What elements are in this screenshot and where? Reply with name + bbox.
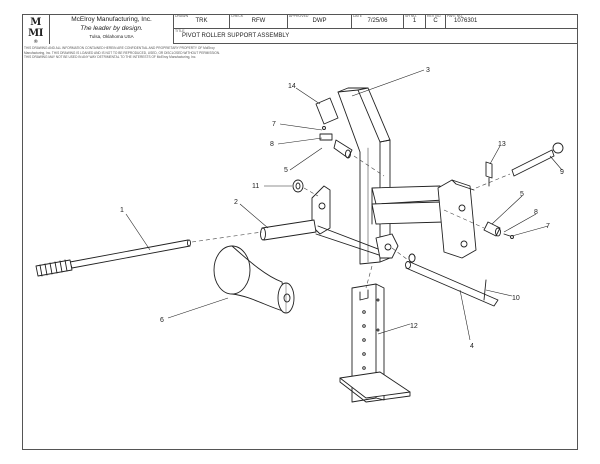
approved-cell: APPROVED DWP (288, 14, 352, 29)
check-cell: CHECK RFW (230, 14, 288, 29)
small-bushing (408, 253, 416, 263)
drawing-title: PIVOT ROLLER SUPPORT ASSEMBLY (182, 33, 290, 39)
drawn-cell: DRAWN TRK (174, 14, 230, 29)
part-12-stand (339, 283, 411, 403)
rev-value: C (433, 18, 438, 24)
part-1-handle-pin (35, 239, 191, 277)
company-cell: McElroy Manufacturing, Inc. The leader b… (50, 14, 174, 44)
title-label: TITLE (175, 29, 185, 33)
leader-lines (125, 69, 563, 341)
callout-7-upper: 7 (272, 121, 276, 128)
right-bracket-plate (437, 179, 477, 259)
logo-line2: MI (28, 28, 43, 39)
callout-3: 3 (426, 67, 430, 74)
title-block: M MI ® McElroy Manufacturing, Inc. The l… (22, 14, 578, 45)
callout-5-right: 5 (520, 191, 524, 198)
part-6-roller (213, 245, 295, 314)
callout-10: 10 (512, 295, 520, 302)
callout-8-right: 8 (534, 209, 538, 216)
callout-8-upper: 8 (270, 141, 274, 148)
check-label: CHECK (231, 14, 244, 18)
callout-12: 12 (410, 323, 418, 330)
part-2-pivot-arm (260, 219, 416, 263)
part-14-decal (315, 97, 339, 125)
company-location: Tulsa, Oklahoma USA (89, 34, 134, 39)
check-value: RFW (251, 18, 266, 24)
sheet-value: 1 (412, 18, 417, 24)
callout-9: 9 (560, 169, 564, 176)
upper-pin-set (319, 126, 353, 159)
callout-2: 2 (234, 199, 238, 206)
approved-label: APPROVED (289, 14, 309, 18)
right-pin-set (483, 221, 514, 239)
rev-label: REV NO. (427, 14, 442, 18)
part-9-clevis-pin (511, 142, 564, 177)
company-tagline: The leader by design. (80, 25, 143, 32)
sheet-label: SH NO. (405, 14, 418, 18)
sheet-cell: SH NO. 1 (404, 14, 426, 29)
part-cell: PART NO. 1076301 (446, 14, 578, 29)
part-10-rod (483, 279, 487, 301)
approved-value: DWP (312, 18, 327, 24)
rev-cell: REV NO. C (426, 14, 446, 29)
logo-registered-mark: ® (33, 39, 38, 45)
drawn-label: DRAWN (175, 14, 189, 18)
date-cell: DATE 7/25/06 (352, 14, 404, 29)
callout-14: 14 (288, 83, 296, 90)
callout-1: 1 (120, 207, 124, 214)
part-13-bolt (485, 161, 493, 187)
callout-6: 6 (160, 317, 164, 324)
date-value: 7/25/06 (367, 18, 388, 24)
title-cell: TITLE PIVOT ROLLER SUPPORT ASSEMBLY (174, 29, 578, 44)
callout-11: 11 (252, 183, 259, 190)
assembly-centerlines (191, 155, 511, 289)
callout-7-right: 7 (546, 223, 550, 230)
drawing-border (22, 14, 578, 450)
company-name: McElroy Manufacturing, Inc. (71, 16, 152, 23)
horizontal-arm (371, 185, 445, 225)
part-4-rod (405, 261, 499, 307)
proprietary-notice: THIS DRAWING AND ALL INFORMATION CONTAIN… (24, 46, 221, 60)
callout-13: 13 (498, 141, 506, 148)
date-label: DATE (353, 14, 363, 18)
callout-5-upper: 5 (284, 167, 288, 174)
drawn-value: TRK (195, 18, 208, 24)
part-label: PART NO. (447, 14, 464, 18)
callout-4: 4 (470, 343, 474, 350)
part-value: 1076301 (454, 18, 478, 24)
company-logo: M MI ® (22, 14, 50, 45)
part-11-bushing (292, 179, 304, 193)
logo-line1: M (30, 17, 41, 28)
